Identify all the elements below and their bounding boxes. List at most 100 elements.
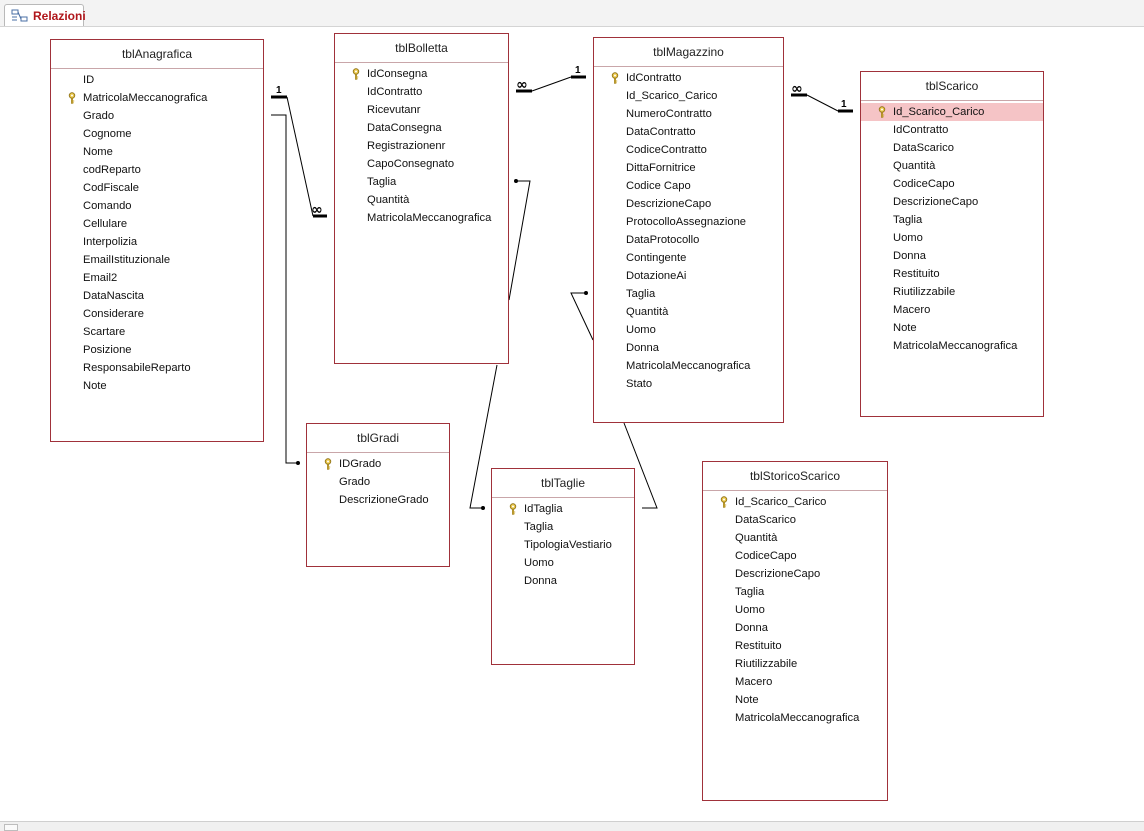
field-row[interactable]: Macero <box>703 673 887 691</box>
field-row[interactable]: Restituito <box>703 637 887 655</box>
field-row[interactable]: DotazioneAi <box>594 267 783 285</box>
field-row[interactable]: Note <box>861 319 1043 337</box>
field-row[interactable]: MatricolaMeccanografica <box>861 337 1043 355</box>
field-row[interactable]: Uomo <box>492 554 634 572</box>
field-row[interactable]: Riutilizzabile <box>861 283 1043 301</box>
field-row[interactable]: IdContratto <box>335 83 508 101</box>
field-row[interactable]: Note <box>51 377 263 395</box>
field-row[interactable]: DataConsegna <box>335 119 508 137</box>
field-row[interactable]: DataScarico <box>861 139 1043 157</box>
field-row[interactable]: Comando <box>51 197 263 215</box>
field-row[interactable]: Interpolizia <box>51 233 263 251</box>
field-row[interactable]: Id_Scarico_Carico <box>594 87 783 105</box>
field-row[interactable]: Posizione <box>51 341 263 359</box>
field-row[interactable]: CapoConsegnato <box>335 155 508 173</box>
field-row[interactable]: Uomo <box>703 601 887 619</box>
field-row[interactable]: Macero <box>861 301 1043 319</box>
field-row[interactable]: Id_Scarico_Carico <box>703 493 887 511</box>
field-row[interactable]: Contingente <box>594 249 783 267</box>
field-row[interactable]: Quantità <box>594 303 783 321</box>
field-row[interactable]: Codice Capo <box>594 177 783 195</box>
tab-relazioni[interactable]: Relazioni <box>4 4 86 26</box>
field-row[interactable]: IdConsegna <box>335 65 508 83</box>
field-row[interactable]: DataContratto <box>594 123 783 141</box>
field-row[interactable]: MatricolaMeccanografica <box>51 89 263 107</box>
field-row[interactable]: DescrizioneCapo <box>861 193 1043 211</box>
field-row[interactable]: CodiceCapo <box>861 175 1043 193</box>
relationship-bolletta-taglie[interactable] <box>469 179 531 510</box>
field-row[interactable]: Quantità <box>335 191 508 209</box>
field-row[interactable]: Restituito <box>861 265 1043 283</box>
table-title[interactable]: tblStoricoScarico <box>703 462 887 491</box>
field-row[interactable]: Taglia <box>861 211 1043 229</box>
field-row[interactable]: Note <box>703 691 887 709</box>
field-row[interactable]: Uomo <box>594 321 783 339</box>
field-row[interactable]: Grado <box>307 473 449 491</box>
field-row[interactable]: ProtocolloAssegnazione <box>594 213 783 231</box>
field-row[interactable]: CodiceContratto <box>594 141 783 159</box>
relationship-anagrafica-gradi[interactable] <box>271 114 300 465</box>
relationship-anagrafica-bolletta[interactable] <box>271 95 327 218</box>
field-row[interactable]: Cognome <box>51 125 263 143</box>
field-row[interactable]: DataProtocollo <box>594 231 783 249</box>
field-row[interactable]: Donna <box>861 247 1043 265</box>
field-row[interactable]: Registrazionenr <box>335 137 508 155</box>
field-row[interactable]: Taglia <box>335 173 508 191</box>
field-row[interactable]: MatricolaMeccanografica <box>335 209 508 227</box>
field-row[interactable]: codReparto <box>51 161 263 179</box>
field-row[interactable]: DescrizioneGrado <box>307 491 449 509</box>
field-row[interactable]: Taglia <box>594 285 783 303</box>
field-row[interactable]: MatricolaMeccanografica <box>703 709 887 727</box>
field-row[interactable]: DataScarico <box>703 511 887 529</box>
relationship-magazzino-taglie[interactable] <box>570 291 658 509</box>
field-row[interactable]: Considerare <box>51 305 263 323</box>
field-row[interactable]: DescrizioneCapo <box>703 565 887 583</box>
field-row[interactable]: Donna <box>492 572 634 590</box>
field-row[interactable]: CodFiscale <box>51 179 263 197</box>
field-row[interactable]: TipologiaVestiario <box>492 536 634 554</box>
relationship-scarico-magazzino[interactable] <box>791 93 853 113</box>
field-row[interactable]: Nome <box>51 143 263 161</box>
field-row[interactable]: Riutilizzabile <box>703 655 887 673</box>
field-row[interactable]: Uomo <box>861 229 1043 247</box>
table-title[interactable]: tblMagazzino <box>594 38 783 67</box>
field-row[interactable]: IdTaglia <box>492 500 634 518</box>
field-row[interactable]: DittaFornitrice <box>594 159 783 177</box>
field-row[interactable]: ResponsabileReparto <box>51 359 263 377</box>
field-row[interactable]: Ricevutanr <box>335 101 508 119</box>
field-row[interactable]: Cellulare <box>51 215 263 233</box>
field-row[interactable]: Stato <box>594 375 783 393</box>
table-title[interactable]: tblScarico <box>861 72 1043 101</box>
field-row[interactable]: Quantità <box>861 157 1043 175</box>
field-row[interactable]: IdContratto <box>594 69 783 87</box>
field-row[interactable]: DataNascita <box>51 287 263 305</box>
field-row[interactable]: Taglia <box>492 518 634 536</box>
field-row[interactable]: NumeroContratto <box>594 105 783 123</box>
field-row[interactable]: IdContratto <box>861 121 1043 139</box>
table-title[interactable]: tblAnagrafica <box>51 40 263 69</box>
table-title[interactable]: tblTaglie <box>492 469 634 498</box>
field-row[interactable]: Donna <box>594 339 783 357</box>
field-row[interactable]: Email2 <box>51 269 263 287</box>
field-row[interactable]: Grado <box>51 107 263 125</box>
field-row[interactable]: Donna <box>703 619 887 637</box>
field-row[interactable]: MatricolaMeccanografica <box>594 357 783 375</box>
table-title[interactable]: tblGradi <box>307 424 449 453</box>
field-row[interactable]: EmailIstituzionale <box>51 251 263 269</box>
table-title[interactable]: tblBolletta <box>335 34 508 63</box>
field-row[interactable]: Scartare <box>51 323 263 341</box>
field-row[interactable]: Quantità <box>703 529 887 547</box>
relationship-magazzino-bolletta[interactable] <box>516 75 586 93</box>
field-row[interactable]: Id_Scarico_Carico <box>861 103 1043 121</box>
field-row[interactable]: CodiceCapo <box>703 547 887 565</box>
field-row[interactable]: IDGrado <box>307 455 449 473</box>
field-row[interactable]: Taglia <box>703 583 887 601</box>
field-row[interactable]: DescrizioneCapo <box>594 195 783 213</box>
